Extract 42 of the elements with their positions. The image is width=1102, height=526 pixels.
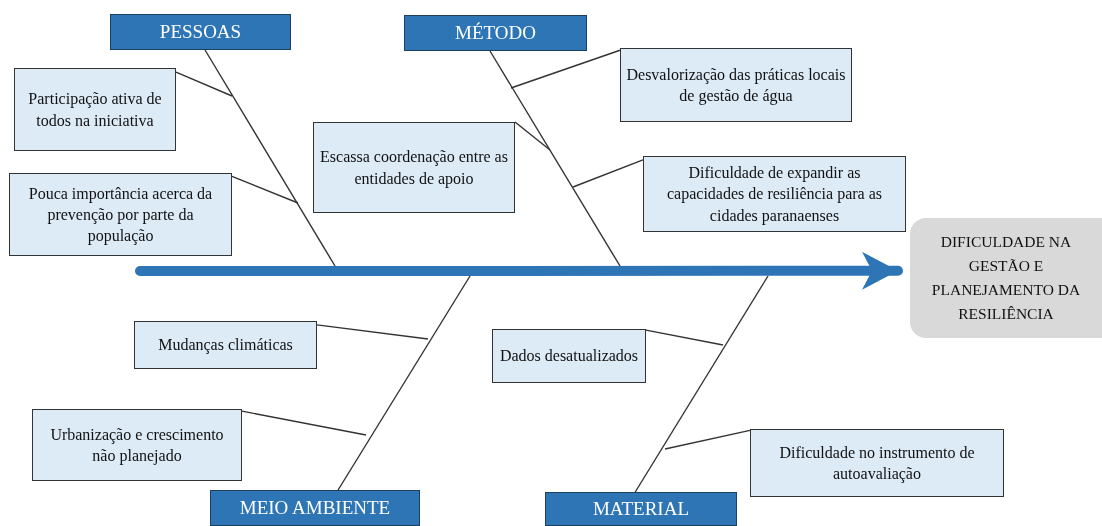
- bone-line: [634, 275, 769, 493]
- cause-text: Escassa coordenação entre as entidades de apoio: [319, 147, 509, 189]
- bone-line: [337, 275, 471, 491]
- cause-text: Mudanças climáticas: [158, 335, 293, 356]
- cause-box: [9, 173, 232, 256]
- cause-text: Dificuldade no instrumento de autoavaliação: [778, 442, 976, 485]
- bone-line: [175, 71, 233, 97]
- cause-box: [643, 156, 906, 232]
- bone-line: [489, 50, 621, 267]
- cause-text: Urbanização e crescimento não planejado: [49, 424, 225, 467]
- cause-box: [620, 48, 852, 122]
- category-header: [545, 492, 737, 526]
- category-label: MATERIAL: [592, 498, 690, 520]
- bone-line: [514, 121, 551, 151]
- bone-line: [241, 410, 367, 436]
- bone-line: [664, 429, 751, 450]
- category-header: [110, 14, 291, 50]
- cause-box: [14, 68, 176, 151]
- cause-text: Dificuldade de expandir as capacidades de resiliência para as cidades paranaenses: [666, 163, 883, 226]
- cause-text: Pouca importância acerca da prevenção por parte da população: [27, 183, 214, 247]
- category-header: [404, 15, 587, 51]
- category-label: PESSOAS: [159, 21, 242, 43]
- category-header: [210, 490, 420, 526]
- cause-text: Dados desatualizados: [499, 346, 639, 367]
- cause-text: Participação ativa de todos na iniciativa: [27, 89, 163, 131]
- effect-text: DIFICULDADE NA GESTÃO E PLANEJAMENTO DA RESILIÊNCIA: [930, 231, 1082, 324]
- effect-box: [910, 218, 1102, 338]
- cause-box: [32, 409, 242, 481]
- category-label: MÉTODO: [455, 22, 536, 44]
- cause-box: [492, 329, 646, 383]
- bone-line: [316, 324, 429, 340]
- spine-arrow: [135, 251, 903, 290]
- bone-line: [572, 159, 644, 188]
- cause-text: Desvalorização das práticas locais de gestão de água: [626, 64, 846, 107]
- bone-line: [510, 49, 621, 89]
- bone-line: [645, 329, 724, 346]
- cause-box: [134, 321, 317, 369]
- bone-line: [204, 49, 336, 267]
- cause-box: [750, 429, 1004, 497]
- category-label: MEIO AMBIENTE: [239, 497, 391, 519]
- cause-box: [313, 122, 515, 213]
- bone-line: [231, 175, 299, 204]
